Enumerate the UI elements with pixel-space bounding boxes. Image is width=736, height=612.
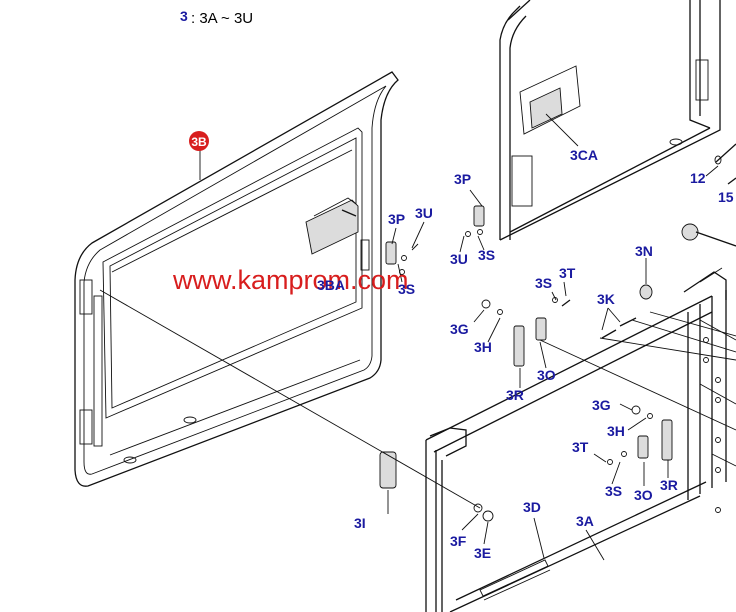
label-3s-b: 3S <box>478 247 495 263</box>
leader-lines <box>99 113 736 561</box>
badge-3b-text: 3B <box>191 135 207 149</box>
badge-3b: 3B <box>189 131 209 151</box>
label-3s-a: 3S <box>398 281 415 297</box>
label-3k: 3K <box>597 291 615 307</box>
label-3a: 3A <box>576 513 594 529</box>
label-3s-d: 3S <box>605 483 622 499</box>
hardware <box>379 143 736 522</box>
label-3h-a: 3H <box>474 339 492 355</box>
header-range: : 3A ~ 3U <box>191 10 253 27</box>
label-3u-b: 3U <box>450 251 468 267</box>
label-3t-b: 3T <box>572 439 589 455</box>
part-labels: 3P 3U 3BA 3S 3CA 3P 3U 3S 12 15 3N 3S 3T… <box>317 147 734 561</box>
label-3i: 3I <box>354 515 366 531</box>
label-3s-c: 3S <box>535 275 552 291</box>
label-3n: 3N <box>635 243 653 259</box>
door-frame-upper <box>499 0 721 241</box>
label-3d: 3D <box>523 499 541 515</box>
label-3p-b: 3P <box>454 171 471 187</box>
label-3g-a: 3G <box>450 321 469 337</box>
label-3ba: 3BA <box>317 277 345 293</box>
label-3h-b: 3H <box>607 423 625 439</box>
label-3ca: 3CA <box>570 147 598 163</box>
label-3o-a: 3O <box>537 367 556 383</box>
label-3e: 3E <box>474 545 491 561</box>
label-3f: 3F <box>450 533 467 549</box>
label-3t-a: 3T <box>559 265 576 281</box>
label-15: 15 <box>718 189 734 205</box>
label-3r-b: 3R <box>660 477 678 493</box>
door-panel-3b <box>74 71 399 487</box>
label-3p-a: 3P <box>388 211 405 227</box>
label-3r-a: 3R <box>506 387 524 403</box>
label-3o-b: 3O <box>634 487 653 503</box>
label-12: 12 <box>690 170 706 186</box>
label-3u-a: 3U <box>415 205 433 221</box>
cab-frame-3a <box>425 267 736 612</box>
label-3g-b: 3G <box>592 397 611 413</box>
watermark-text: www.kamprom.com <box>172 265 409 295</box>
header-group-number: 3 <box>180 8 188 24</box>
